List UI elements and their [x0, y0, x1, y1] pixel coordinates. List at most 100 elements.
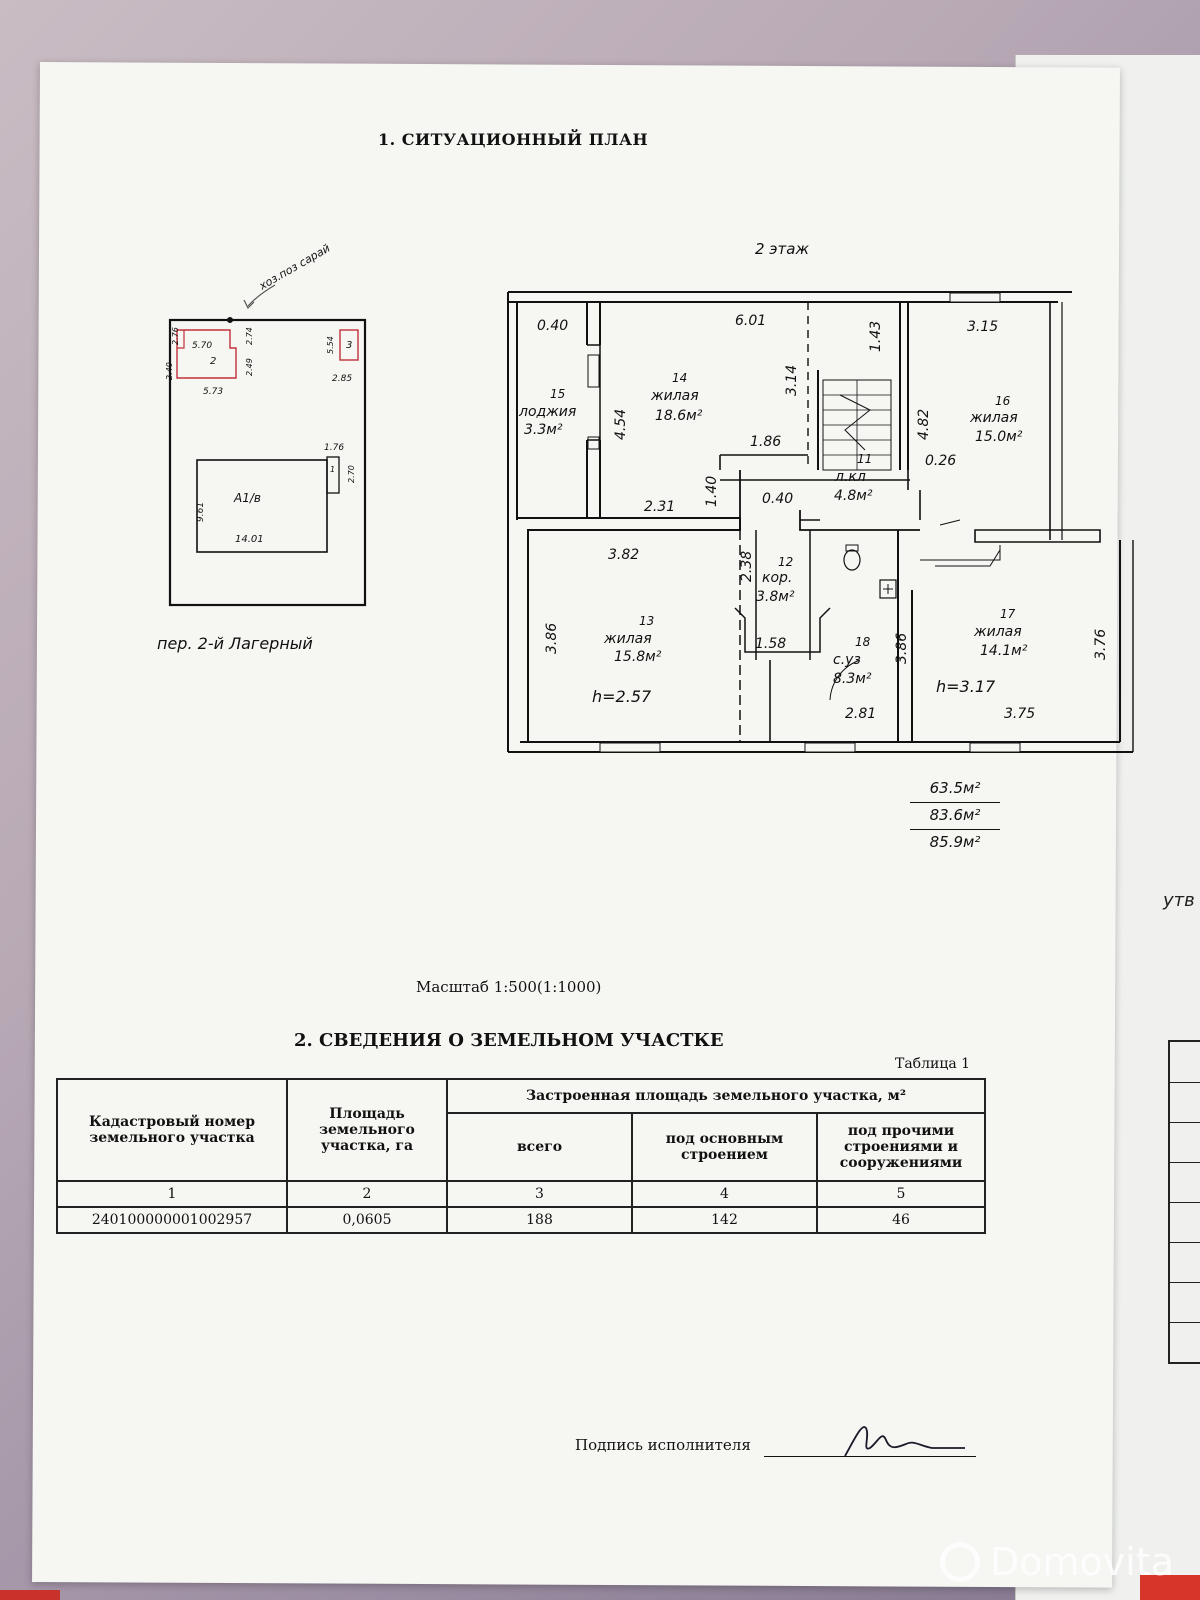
svg-text:3.86: 3.86 — [544, 623, 560, 654]
header-area: Площадь земельного участка, га — [286, 1078, 448, 1182]
col-num: 4 — [631, 1180, 818, 1208]
svg-text:h=2.57: h=2.57 — [592, 687, 652, 706]
svg-text:3.8м²: 3.8м² — [756, 589, 795, 605]
outbuilding-2 — [176, 329, 237, 379]
watermark-logo-icon — [940, 1542, 980, 1582]
svg-text:h=3.17: h=3.17 — [936, 677, 996, 696]
svg-text:18.6м²: 18.6м² — [655, 408, 703, 424]
svg-text:12: 12 — [778, 555, 793, 569]
svg-text:лоджия: лоджия — [518, 404, 576, 420]
area-living: 63.5м² — [910, 776, 1000, 803]
floor-plan — [507, 291, 1134, 753]
land-plot-table: Кадастровый номер земельного участка Пло… — [56, 1078, 986, 1234]
svg-text:1.43: 1.43 — [868, 321, 884, 352]
svg-text:3.86: 3.86 — [894, 633, 910, 664]
svg-text:3.82: 3.82 — [608, 547, 639, 563]
svg-text:2.38: 2.38 — [739, 551, 755, 582]
svg-text:2.74: 2.74 — [245, 327, 254, 345]
right-page-table-fragment — [1168, 1040, 1200, 1364]
svg-text:0.26: 0.26 — [925, 453, 956, 469]
red-folder-corner-left — [0, 1590, 60, 1600]
svg-text:14.01: 14.01 — [235, 534, 264, 545]
cell-other: 46 — [816, 1206, 986, 1234]
svg-text:3.14: 3.14 — [784, 365, 800, 396]
svg-text:4.8м²: 4.8м² — [834, 488, 873, 504]
area-general: 83.6м² — [910, 803, 1000, 830]
svg-text:кор.: кор. — [762, 570, 792, 586]
svg-text:15: 15 — [550, 387, 565, 401]
svg-text:3.75: 3.75 — [1004, 706, 1035, 722]
col-num: 1 — [56, 1180, 288, 1208]
watermark-text: Domovita — [990, 1540, 1175, 1584]
svg-text:жилая: жилая — [650, 388, 699, 404]
svg-text:14: 14 — [672, 371, 687, 385]
svg-text:2.31: 2.31 — [644, 499, 675, 515]
svg-text:3: 3 — [346, 340, 352, 351]
floor-label: 2 этаж — [755, 240, 809, 258]
svg-text:2.81: 2.81 — [845, 706, 876, 722]
table-note: Таблица 1 — [895, 1056, 971, 1072]
main-building — [196, 459, 328, 553]
site-plan: хоз.поз сарай 5.70 2 5.73 2.40 2.49 2.76… — [165, 242, 367, 607]
svg-text:3.3м²: 3.3м² — [524, 422, 563, 438]
porch — [326, 456, 340, 494]
svg-text:6.01: 6.01 — [735, 313, 766, 329]
svg-text:5.54: 5.54 — [326, 336, 335, 354]
svg-text:5.73: 5.73 — [203, 387, 223, 397]
svg-text:2.70: 2.70 — [347, 465, 356, 483]
svg-text:3.76: 3.76 — [1093, 629, 1109, 660]
note-arrow — [247, 284, 276, 307]
svg-text:2.40: 2.40 — [165, 362, 174, 380]
svg-text:1.86: 1.86 — [750, 434, 781, 450]
svg-text:жилая: жилая — [973, 624, 1022, 640]
svg-text:1.40: 1.40 — [704, 476, 720, 507]
col-num: 3 — [446, 1180, 633, 1208]
svg-text:15.0м²: 15.0м² — [975, 429, 1023, 445]
header-total: всего — [446, 1112, 633, 1182]
svg-text:3.15: 3.15 — [967, 319, 998, 335]
cell-total: 188 — [446, 1206, 633, 1234]
svg-text:л.кл: л.кл — [834, 469, 866, 485]
svg-text:4.54: 4.54 — [613, 409, 629, 440]
cell-area: 0,0605 — [286, 1206, 448, 1234]
signature-line — [764, 1456, 976, 1457]
svg-text:4.82: 4.82 — [916, 409, 932, 440]
svg-text:А1/в: А1/в — [233, 491, 261, 505]
svg-text:с.уз: с.уз — [833, 652, 861, 668]
header-main: под основным строением — [631, 1112, 818, 1182]
section1-title: 1. СИТУАЦИОННЫЙ ПЛАН — [378, 130, 649, 149]
svg-text:16: 16 — [995, 394, 1011, 408]
col-num: 2 — [286, 1180, 448, 1208]
header-other: под прочими строениями и сооружениями — [816, 1112, 986, 1182]
svg-text:2.85: 2.85 — [332, 374, 352, 384]
scale-label: Масштаб 1:500(1:1000) — [416, 978, 602, 996]
header-built-area: Застроенная площадь земельного участка, … — [446, 1078, 986, 1114]
col-num: 5 — [816, 1180, 986, 1208]
svg-text:1: 1 — [330, 465, 335, 474]
area-total: 85.9м² — [929, 833, 981, 851]
svg-text:11: 11 — [857, 452, 872, 466]
svg-text:8.3м²: 8.3м² — [833, 671, 872, 687]
svg-text:18: 18 — [855, 635, 871, 649]
svg-text:14.1м²: 14.1м² — [980, 643, 1028, 659]
svg-text:1.76: 1.76 — [324, 443, 344, 453]
header-cadastral: Кадастровый номер земельного участка — [56, 1078, 288, 1182]
cell-main: 142 — [631, 1206, 818, 1234]
cell-cadastral: 240100000001002957 — [56, 1206, 288, 1234]
site-boundary — [168, 318, 367, 607]
floor-plan-labels: 0.40 6.01 1.43 3.15 4.54 3.14 4.82 1.86 … — [518, 313, 1109, 722]
svg-text:0.40: 0.40 — [537, 318, 568, 334]
svg-text:2.49: 2.49 — [245, 358, 254, 376]
watermark: Domovita — [940, 1540, 1174, 1584]
right-page-text: утв — [1163, 890, 1195, 911]
svg-text:0.40: 0.40 — [762, 491, 793, 507]
svg-text:жилая: жилая — [603, 631, 652, 647]
svg-text:5.70: 5.70 — [192, 341, 212, 351]
svg-text:17: 17 — [1000, 607, 1016, 621]
outbuilding-3 — [339, 329, 359, 361]
red-folder-corner — [1140, 1575, 1200, 1600]
svg-text:2: 2 — [210, 356, 216, 367]
street-label: пер. 2-й Лагерный — [157, 634, 313, 653]
svg-text:1.58: 1.58 — [755, 636, 786, 652]
